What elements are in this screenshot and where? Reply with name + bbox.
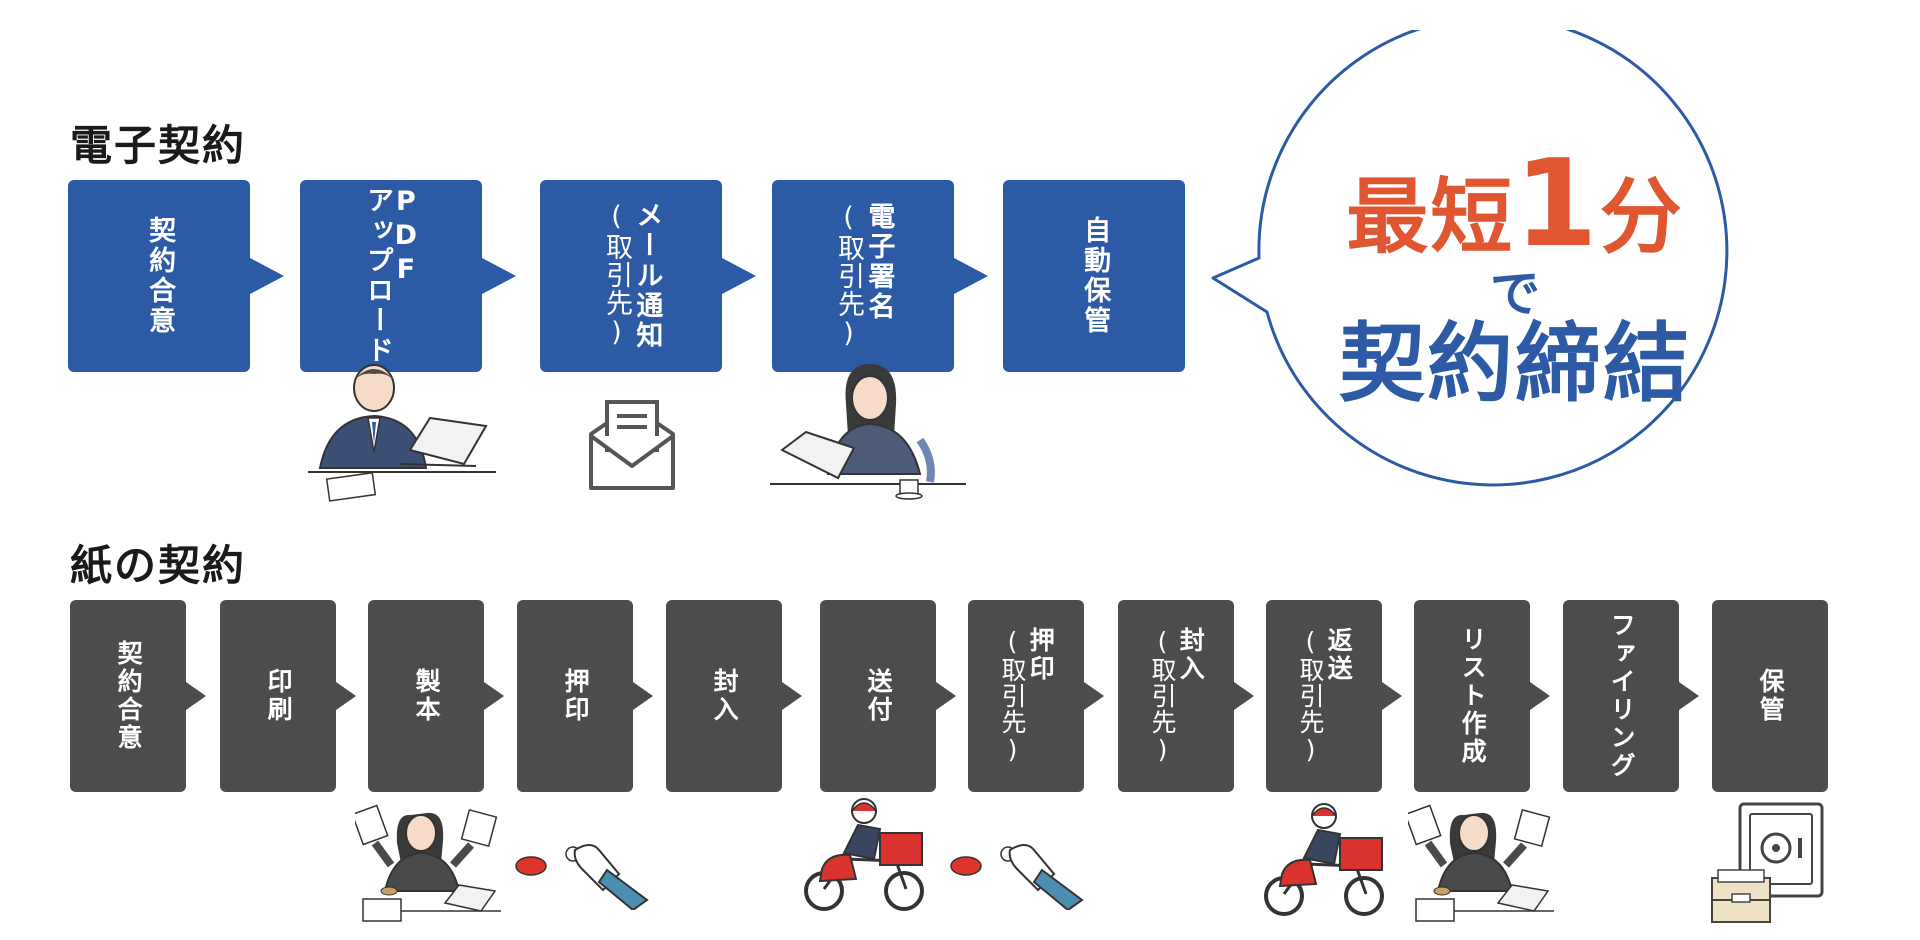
delivery-scooter-icon — [1264, 803, 1384, 916]
office-worker-laptop-icon — [308, 364, 496, 502]
step-label: 自動保管 — [1079, 216, 1111, 336]
speech-bubble: 最短1分 で 契約締結 — [1195, 30, 1755, 520]
step-label: 契約合意 — [144, 216, 176, 336]
step-label: 返送 — [1324, 627, 1354, 683]
flow-arrow-icon — [1679, 682, 1699, 710]
step-sublabel: (取引先) — [1148, 627, 1177, 765]
flow-arrow-icon — [1530, 682, 1550, 710]
paper-step: 契約合意 — [70, 600, 186, 792]
paper-step: 封入(取引先) — [1118, 600, 1234, 792]
flow-arrow-icon — [250, 258, 284, 294]
flow-arrow-icon — [633, 682, 653, 710]
flow-arrow-icon — [482, 258, 516, 294]
step-label-group: 自動保管 — [1079, 216, 1111, 336]
bubble-shortest: 最短 — [1346, 170, 1515, 265]
electronic-step: 電子署名(取引先) — [772, 180, 954, 372]
step-label: 製本 — [412, 668, 442, 724]
step-label: 送付 — [864, 668, 894, 724]
bubble-number: 1 — [1514, 135, 1600, 274]
step-label-group: 封入 — [710, 668, 740, 724]
hand-stamp-icon — [515, 844, 649, 910]
step-label-group: 送付 — [864, 668, 894, 724]
hand-stamp-icon — [950, 844, 1084, 910]
step-label-group: 印刷 — [264, 668, 294, 724]
step-label-group: メール通知(取引先) — [601, 201, 663, 351]
paper-step: 返送(取引先) — [1266, 600, 1382, 792]
step-label: 印刷 — [264, 668, 294, 724]
paper-step: 押印 — [517, 600, 633, 792]
flow-arrow-icon — [1234, 682, 1254, 710]
step-label-group: リスト作成 — [1458, 626, 1488, 766]
bubble-conclusion: 契約締結 — [1339, 314, 1691, 414]
step-label: 契約合意 — [114, 640, 144, 752]
step-label-group: 封入(取引先) — [1148, 627, 1206, 765]
step-label: メール通知 — [631, 201, 663, 351]
paper-step: 印刷 — [220, 600, 336, 792]
bubble-particle: で — [1490, 265, 1540, 323]
step-label: リスト作成 — [1458, 626, 1488, 766]
step-label-group: PDF アップロード — [362, 186, 422, 366]
bubble-minute: 分 — [1599, 170, 1684, 265]
woman-laptop-icon — [770, 364, 966, 500]
envelope-mail-icon — [589, 400, 675, 490]
flow-arrow-icon — [954, 258, 988, 294]
step-label: 電子署名 — [863, 202, 895, 322]
step-label-group: 保管 — [1756, 668, 1786, 724]
electronic-step: 自動保管 — [1003, 180, 1185, 372]
flow-arrow-icon — [936, 682, 956, 710]
step-label-group: ファイリング — [1607, 612, 1637, 780]
step-sublabel: (取引先) — [601, 201, 632, 349]
step-label: 保管 — [1756, 668, 1786, 724]
step-label-group: 返送(取引先) — [1296, 627, 1354, 765]
step-label: ファイリング — [1607, 612, 1637, 780]
step-sublabel: (取引先) — [833, 202, 864, 350]
flow-arrow-icon — [336, 682, 356, 710]
electronic-step: メール通知(取引先) — [540, 180, 722, 372]
step-label-group: 電子署名(取引先) — [833, 202, 895, 350]
paper-step: 保管 — [1712, 600, 1828, 792]
step-sublabel: (取引先) — [1296, 627, 1325, 765]
step-label-group: 製本 — [412, 668, 442, 724]
paper-step: ファイリング — [1563, 600, 1679, 792]
step-label-group: 契約合意 — [114, 640, 144, 752]
flow-arrow-icon — [782, 682, 802, 710]
electronic-step: PDF アップロード — [300, 180, 482, 372]
paper-step: 封入 — [666, 600, 782, 792]
paper-step: リスト作成 — [1414, 600, 1530, 792]
stressed-worker-icon — [1408, 804, 1554, 922]
step-label: PDF アップロード — [362, 186, 422, 366]
electronic-step: 契約合意 — [68, 180, 250, 372]
stressed-worker-icon — [355, 804, 501, 922]
flow-arrow-icon — [186, 682, 206, 710]
flow-arrow-icon — [722, 258, 756, 294]
step-label: 封入 — [1176, 627, 1206, 683]
bubble-outline — [1211, 30, 1729, 487]
step-label-group: 押印(取引先) — [998, 627, 1056, 765]
electronic-contract-title: 電子契約 — [70, 121, 247, 170]
step-label-group: 契約合意 — [144, 216, 176, 336]
step-label: 押印 — [1026, 627, 1056, 683]
paper-step: 製本 — [368, 600, 484, 792]
flow-arrow-icon — [484, 682, 504, 710]
paper-step: 押印(取引先) — [968, 600, 1084, 792]
flow-arrow-icon — [1084, 682, 1104, 710]
paper-step: 送付 — [820, 600, 936, 792]
flow-arrow-icon — [1382, 682, 1402, 710]
bubble-headline: 最短1分 — [1295, 145, 1735, 265]
step-sublabel: (取引先) — [998, 627, 1027, 765]
delivery-scooter-icon — [804, 798, 924, 911]
step-label: 押印 — [561, 668, 591, 724]
paper-contract-title: 紙の契約 — [70, 541, 247, 590]
step-label-group: 押印 — [561, 668, 591, 724]
step-label: 封入 — [710, 668, 740, 724]
safe-and-files-icon — [1711, 802, 1824, 923]
